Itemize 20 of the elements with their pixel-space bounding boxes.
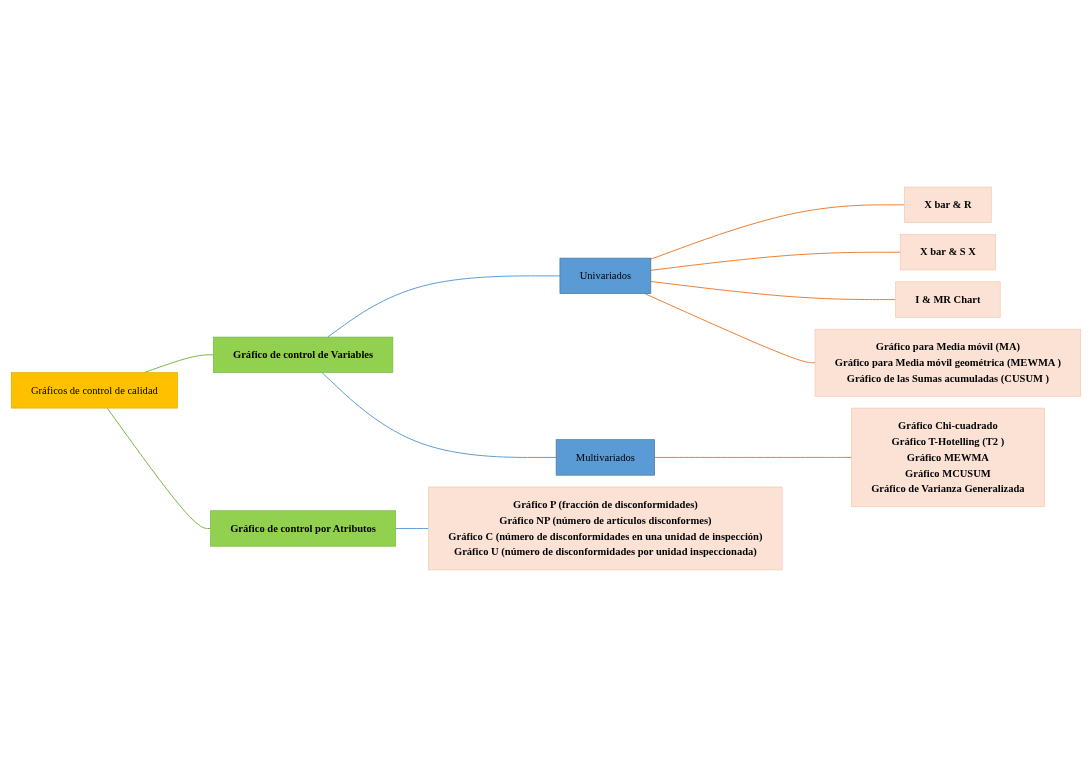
node-box: Gráfico de control de Variables (212, 336, 394, 373)
connector (395, 527, 430, 529)
connector (650, 280, 897, 301)
connector (327, 275, 561, 338)
node-box: X bar & R (904, 186, 992, 223)
connector (321, 372, 557, 458)
node-box: Univariados (559, 257, 652, 294)
connector (106, 407, 211, 529)
node-box: Gráficos de control de calidad (10, 372, 178, 409)
node-box: Multivariados (555, 439, 655, 476)
connector (644, 293, 816, 364)
connector (654, 456, 852, 458)
connector (650, 251, 901, 271)
node-box: Gráfico de control por Atributos (210, 510, 397, 547)
node-box: X bar & S X (899, 234, 996, 271)
node-box: I & MR Chart (895, 281, 1001, 318)
connector (650, 204, 905, 260)
node-box: Gráfico para Media móvil (MA) Gráfico para Media móvil geométrica (MEWMA ) Gráfico de las Sumas acumuladas (CUSUM ) (814, 328, 1082, 397)
node-box: Gráfico Chi-cuadrado Gráfico T-Hotelling (T2 ) Gráfico MEWMA Gráfico MCUSUM Gráfico de Varianza Generalizada (851, 407, 1045, 508)
node-box: Gráfico P (fracción de disconformidades) Gráfico NP (número de artículos disconformes) Gráfico C (número de disconformidades en una unidad de inspección) Gráfico U (número de disconformidades por unidad inspeccionada) (428, 486, 783, 571)
